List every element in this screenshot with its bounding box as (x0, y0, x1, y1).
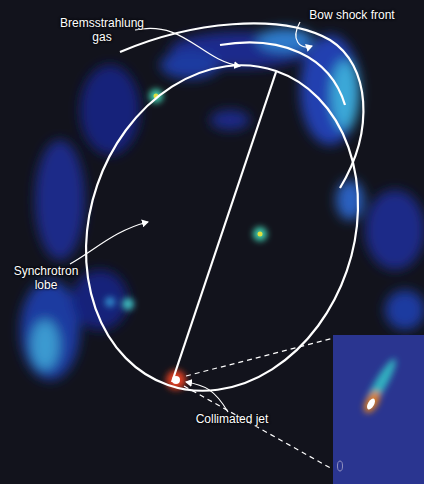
emission-blobs (20, 28, 424, 380)
annotation-label: Synchrotron lobe (6, 264, 86, 292)
annotation-label: Bow shock front (292, 8, 412, 22)
zoom-lines (184, 338, 334, 470)
point-sources (105, 89, 267, 390)
annotation-label: Bremsstrahlung gas (52, 16, 152, 44)
annotation-label: Collimated jet (192, 412, 272, 426)
inset-zoom (333, 335, 424, 484)
